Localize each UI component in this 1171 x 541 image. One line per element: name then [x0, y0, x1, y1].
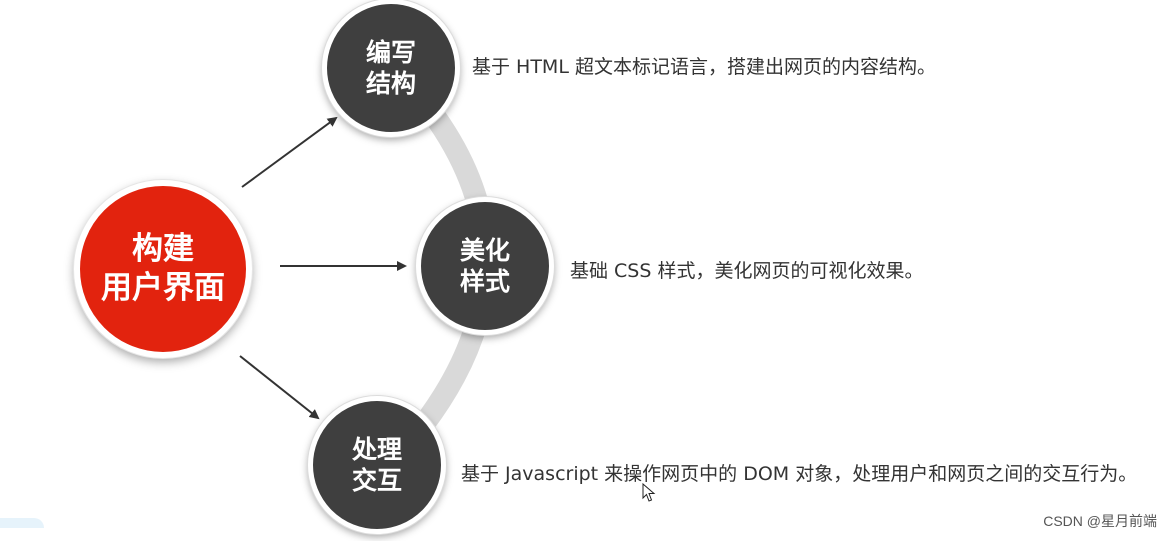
- node-style-line1: 美化: [459, 235, 510, 265]
- arrow-to-structure: [241, 116, 338, 188]
- node-style-line2: 样式: [459, 267, 510, 296]
- watermark: CSDN @星月前端: [1043, 513, 1157, 529]
- node-structure-line2: 结构: [365, 69, 416, 98]
- center-node-line2: 用户界面: [101, 270, 225, 306]
- node-beautify-style: 美化 样式: [416, 197, 554, 335]
- decorative-corner-shape: [0, 518, 44, 528]
- node-write-structure: 编写 结构: [322, 0, 460, 137]
- mouse-cursor-icon: [642, 483, 656, 502]
- arrow-to-interaction: [239, 355, 320, 420]
- desc-structure: 基于 HTML 超文本标记语言，搭建出网页的内容结构。: [472, 56, 936, 78]
- desc-style: 基础 CSS 样式，美化网页的可视化效果。: [570, 260, 924, 282]
- node-interaction-line1: 处理: [351, 434, 402, 464]
- node-structure-line1: 编写: [365, 37, 416, 67]
- desc-interaction: 基于 Javascript 来操作网页中的 DOM 对象，处理用户和网页之间的交…: [461, 463, 1138, 485]
- node-interaction-line2: 交互: [351, 466, 402, 495]
- center-node-build-ui: 构建 用户界面: [74, 180, 252, 358]
- center-node-line1: 构建: [132, 231, 194, 268]
- node-handle-interaction: 处理 交互: [308, 396, 446, 534]
